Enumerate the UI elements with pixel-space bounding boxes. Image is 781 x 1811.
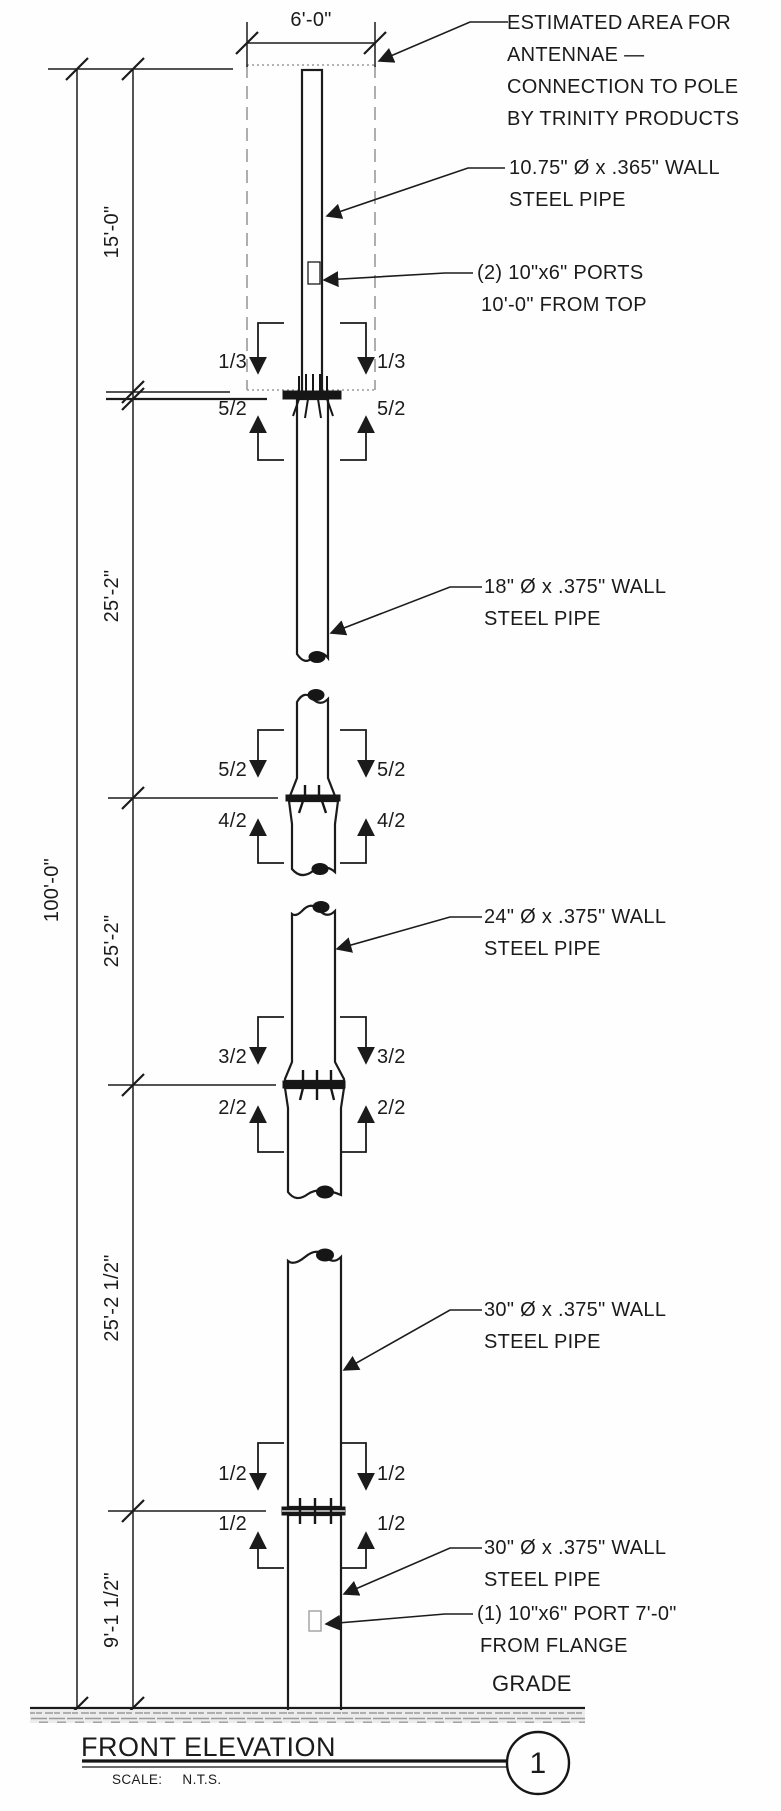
leader-antenna-area	[377, 21, 508, 63]
annotation-pipe-24-line1: 24" Ø x .375" WALL	[484, 906, 667, 928]
pipe-18-lower	[288, 693, 337, 800]
flange-splice-2	[285, 785, 341, 814]
flange-splices	[281, 374, 346, 1524]
grade-label: GRADE	[492, 1671, 572, 1696]
pipe-10-75	[300, 68, 324, 394]
annotation-ports-2-line1: (2) 10"x6" PORTS	[477, 262, 644, 284]
annotation-pipe-30-lower-line2: STEEL PIPE	[484, 1569, 601, 1591]
detail-number-bubble	[505, 1730, 571, 1796]
dim-segment-15-0: 15'-0"	[101, 205, 123, 259]
dim-segment-9-1-5: 9'-1 1/2"	[101, 1572, 123, 1648]
pipe-break-dots	[307, 651, 334, 1262]
weld-label-s4-top-right: 1/2	[377, 1463, 406, 1485]
lower-port-opening	[308, 1610, 322, 1632]
dim-segment-25-2-5: 25'-2 1/2"	[101, 1254, 123, 1342]
pipe-30-mid	[286, 1250, 343, 1509]
upper-port-opening	[307, 261, 321, 285]
weld-label-s2-top-right: 5/2	[377, 759, 406, 781]
weld-label-s1-top-left: 1/3	[218, 351, 247, 373]
flange-splice-1	[282, 374, 342, 419]
flange-splice-4	[281, 1498, 346, 1524]
annotation-pipe-30-upper-line2: STEEL PIPE	[484, 1331, 601, 1353]
ground-hatch	[30, 1710, 585, 1723]
annotation-port-1-line2: FROM FLANGE	[480, 1635, 628, 1657]
annotation-antenna-line1: ESTIMATED AREA FOR	[507, 12, 731, 34]
annotation-pipe-30-upper-line1: 30" Ø x .375" WALL	[484, 1299, 667, 1321]
weld-label-s4-bottom-right: 1/2	[377, 1513, 406, 1535]
flange-splice-3	[282, 1070, 346, 1101]
annotation-pipe-10-75-line2: STEEL PIPE	[509, 189, 626, 211]
dim-segment-25-2-b: 25'-2"	[101, 914, 123, 968]
weld-label-s3-bottom-right: 2/2	[377, 1097, 406, 1119]
grade-ground	[30, 1706, 585, 1723]
annotation-antenna-line3: CONNECTION TO POLE	[507, 76, 739, 98]
weld-label-s3-top-left: 3/2	[218, 1046, 247, 1068]
leader-pipe-30-upper	[342, 1309, 482, 1371]
weld-label-s1-top-right: 1/3	[377, 351, 406, 373]
detail-number: 1	[529, 1747, 547, 1780]
weld-label-s4-bottom-left: 1/2	[218, 1513, 247, 1535]
dim-top-width: 6'-0"	[290, 9, 332, 31]
leader-pipe-10-75	[325, 167, 505, 219]
drawing-title: FRONT ELEVATION	[81, 1732, 337, 1762]
pipe-24-lower	[283, 904, 346, 1083]
leader-pipe-30-lower	[342, 1547, 482, 1596]
weld-callout-brackets	[249, 322, 375, 1569]
annotation-antenna-line2: ANTENNAE —	[507, 44, 645, 66]
weld-label-s1-bottom-right: 5/2	[377, 398, 406, 420]
annotation-pipe-10-75-line1: 10.75" Ø x .365" WALL	[509, 157, 720, 179]
annotation-pipe-18-line1: 18" Ø x .375" WALL	[484, 576, 667, 598]
pipe-24-upper	[287, 799, 340, 877]
leader-port-1	[324, 1613, 473, 1631]
leader-pipe-18	[329, 586, 482, 636]
annotation-pipe-18-line2: STEEL PIPE	[484, 608, 601, 630]
pole-pipes	[283, 68, 346, 1715]
annotation-pipe-24-line2: STEEL PIPE	[484, 938, 601, 960]
title-underline	[82, 1759, 507, 1768]
weld-label-s2-bottom-right: 4/2	[377, 810, 406, 832]
scale-label: SCALE:	[112, 1772, 163, 1787]
annotation-ports-2-line2: 10'-0" FROM TOP	[481, 294, 647, 316]
weld-label-s2-bottom-left: 4/2	[218, 810, 247, 832]
weld-label-s3-top-right: 3/2	[377, 1046, 406, 1068]
annotation-antenna-line4: BY TRINITY PRODUCTS	[507, 108, 740, 130]
weld-label-s3-bottom-left: 2/2	[218, 1097, 247, 1119]
antenna-area-box	[246, 64, 376, 391]
annotation-leaders	[322, 21, 508, 1631]
dim-segment-25-2-a: 25'-2"	[101, 569, 123, 623]
weld-label-s1-bottom-left: 5/2	[218, 398, 247, 420]
scale-note: SCALE: N.T.S.	[112, 1773, 222, 1787]
pipe-30-upper	[283, 1086, 346, 1200]
weld-label-s4-top-left: 1/2	[218, 1463, 247, 1485]
weld-label-s2-top-left: 5/2	[218, 759, 247, 781]
annotation-port-1-line1: (1) 10"x6" PORT 7'-0"	[477, 1603, 677, 1625]
dim-overall-100-0: 100'-0"	[41, 857, 63, 923]
pipe-18-upper	[295, 397, 330, 662]
leader-pipe-24	[335, 916, 482, 953]
annotation-pipe-30-lower-line1: 30" Ø x .375" WALL	[484, 1537, 667, 1559]
scale-value: N.T.S.	[182, 1772, 222, 1787]
leader-ports-2	[322, 271, 473, 288]
